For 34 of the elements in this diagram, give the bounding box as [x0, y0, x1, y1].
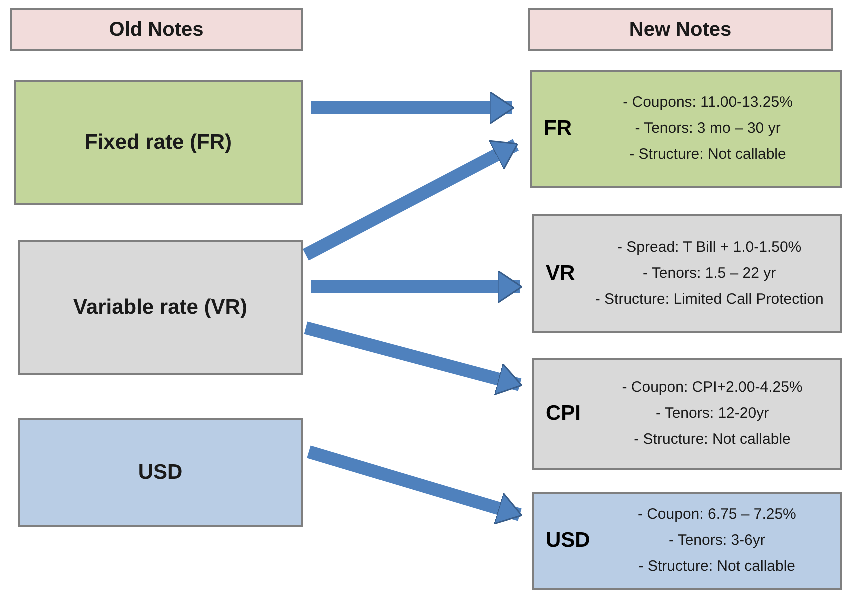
note-detail: - Structure: Not callable	[634, 430, 791, 450]
header-title: New Notes	[629, 18, 732, 42]
note-box	[532, 492, 842, 590]
note-detail: - Structure: Limited Call Protection	[595, 290, 824, 310]
note-detail: - Coupon: CPI+2.00-4.25%	[622, 378, 803, 398]
block-arrow	[311, 91, 515, 125]
note-box	[14, 80, 303, 205]
note-box	[18, 418, 303, 527]
header-title: Old Notes	[109, 18, 204, 42]
header-box	[10, 8, 303, 51]
note-detail: - Spread: T Bill + 1.0-1.50%	[618, 238, 802, 258]
note-detail: - Coupons: 11.00-13.25%	[623, 93, 793, 113]
block-arrow	[302, 139, 520, 261]
note-type: Variable rate (VR)	[74, 294, 248, 321]
note-detail: - Tenors: 3-6yr	[668, 531, 766, 551]
block-arrow	[311, 270, 523, 304]
note-detail: - Structure: Not callable	[638, 557, 796, 577]
note-code: CPI	[546, 401, 582, 428]
note-detail: - Tenors: 3 mo – 30 yr	[635, 119, 781, 139]
note-box	[532, 358, 842, 470]
note-box	[18, 240, 303, 375]
note-detail: - Tenors: 1.5 – 22 yr	[643, 264, 776, 284]
header-box	[528, 8, 833, 51]
note-detail: - Tenors: 12-20yr	[656, 404, 770, 424]
note-box	[530, 70, 842, 188]
note-type: Fixed rate (FR)	[84, 130, 232, 156]
note-type: USD	[138, 460, 183, 486]
note-box	[532, 214, 842, 333]
block-arrow	[307, 446, 523, 525]
note-detail: - Coupon: 6.75 – 7.25%	[638, 505, 796, 525]
note-code: FR	[544, 116, 572, 142]
note-detail: - Structure: Not callable	[630, 145, 786, 165]
note-code: USD	[546, 528, 590, 554]
note-code: VR	[546, 260, 576, 287]
